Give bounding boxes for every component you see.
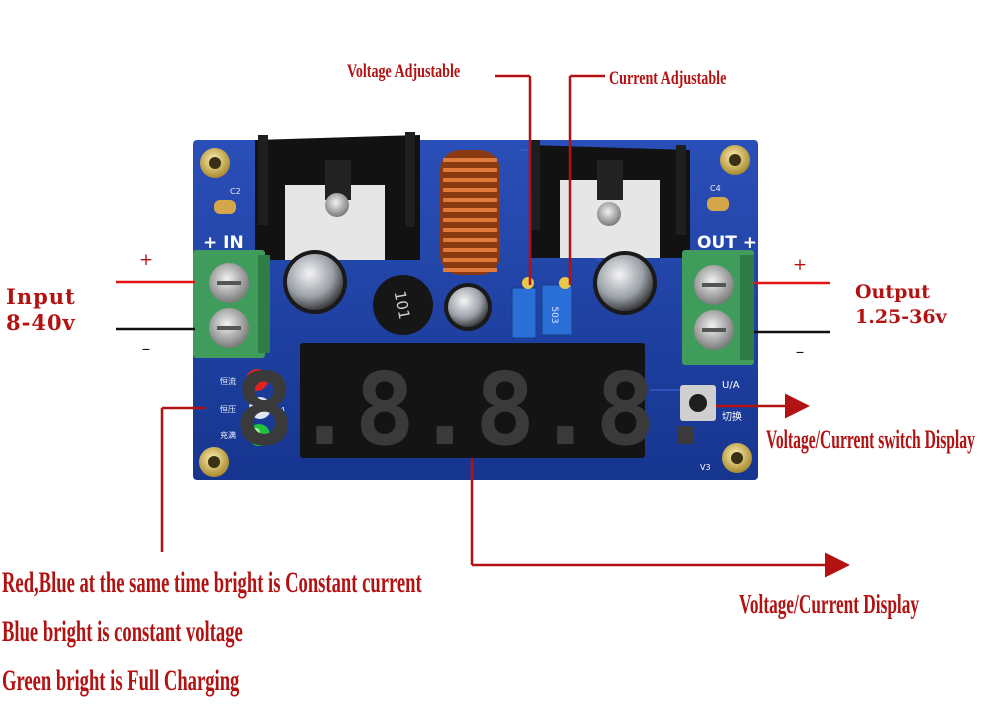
in-label: + IN <box>203 233 244 253</box>
mounting-holes <box>199 145 752 477</box>
out-label: OUT + <box>697 233 757 253</box>
input-minus: – <box>142 339 151 359</box>
led-blue <box>249 397 271 419</box>
led-code-3: D5 <box>275 432 285 440</box>
seven-segment-display: 8.8.8.8. <box>234 343 716 468</box>
led-label-3: 充满 <box>220 430 236 440</box>
pot-code: 503 <box>549 306 559 323</box>
output-plus: + <box>793 255 807 275</box>
electrolytic-capacitors <box>283 250 657 331</box>
output-range-label: 1.25-36v <box>855 306 947 328</box>
input-range-label: 8-40v <box>6 310 76 335</box>
input-terminal[interactable] <box>193 250 270 358</box>
display-digits: 8.8.8.8. <box>234 351 716 468</box>
voltage-pot[interactable] <box>511 287 537 339</box>
led-code-2: D4 <box>275 406 285 414</box>
output-minus: – <box>796 342 805 362</box>
led-code-1: D3 <box>275 378 285 386</box>
smd-inductor: 101 <box>373 275 433 335</box>
switch-button[interactable] <box>680 385 716 421</box>
input-wires <box>116 280 195 331</box>
legend-constant-current: Red,Blue at the same time bright is Cons… <box>2 566 422 599</box>
toroid-inductor <box>440 150 500 275</box>
potentiometers[interactable]: 503 <box>511 277 573 339</box>
switch-cn-label: 切换 <box>722 410 742 423</box>
output-wires <box>754 281 830 334</box>
display-label: Voltage/Current Display <box>739 589 920 619</box>
status-leds <box>246 369 271 446</box>
output-terminal[interactable] <box>682 250 754 365</box>
cap-right-code: C4 <box>710 184 721 193</box>
output-label: Output <box>855 281 931 303</box>
led-label-2: 恒压 <box>220 404 236 414</box>
cap-left-code: C2 <box>230 187 241 196</box>
led-label-1: 恒流 <box>220 376 236 386</box>
input-label: Input <box>6 284 76 309</box>
inductor-code: 101 <box>391 290 414 321</box>
ua-label: U/A <box>722 380 740 391</box>
right-heatsink <box>530 140 690 258</box>
legend-full-charging: Green bright is Full Charging <box>2 664 240 697</box>
annotation-lines <box>160 74 850 578</box>
legend-constant-voltage: Blue bright is constant voltage <box>2 615 243 648</box>
version-label: V3 <box>700 463 711 472</box>
input-plus: + <box>139 250 153 270</box>
voltage-adjustable-label: Voltage Adjustable <box>347 61 461 82</box>
current-pot[interactable] <box>541 284 573 336</box>
left-heatsink <box>255 132 420 260</box>
current-adjustable-label: Current Adjustable <box>609 68 727 89</box>
switch-display-label: Voltage/Current switch Display <box>766 425 975 454</box>
